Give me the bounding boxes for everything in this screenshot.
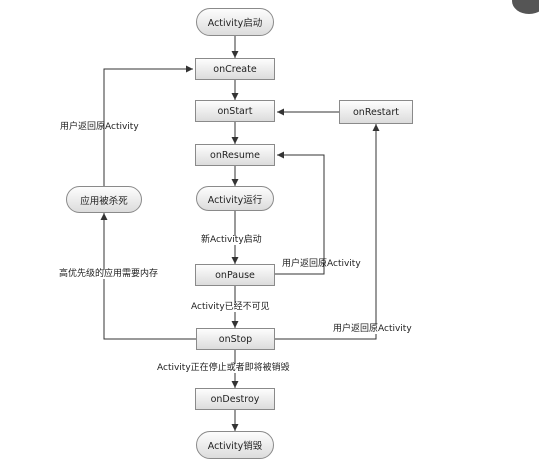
node-app-killed: 应用被杀死 (66, 186, 142, 213)
edge-label-activity-invisible: Activity已经不可见 (190, 302, 271, 312)
edge-pause-to-resume (275, 151, 325, 275)
edge-killed-to-create (103, 65, 193, 186)
edge-label-activity-finishing: Activity正在停止或者即将被销毁 (156, 363, 291, 373)
node-on-stop-label: onStop (218, 333, 253, 345)
edge-label-user-return-restart: 用户返回原Activity (332, 324, 413, 334)
node-on-create-label: onCreate (213, 63, 257, 75)
edge-label-user-return-resume: 用户返回原Activity (282, 259, 361, 269)
node-on-restart-label: onRestart (353, 106, 399, 118)
node-on-restart: onRestart (339, 100, 413, 124)
node-on-start: onStart (195, 100, 275, 122)
node-on-resume: onResume (195, 144, 275, 166)
node-on-resume-label: onResume (210, 149, 260, 161)
edge-label-user-return-create: 用户返回原Activity (60, 122, 139, 132)
node-activity-destroyed-label: Activity销毁 (207, 441, 263, 452)
node-on-destroy-label: onDestroy (210, 393, 260, 405)
node-activity-running-label: Activity运行 (207, 194, 263, 206)
node-on-destroy: onDestroy (195, 388, 275, 410)
edge-label-new-activity-started: 新Activity启动 (200, 235, 263, 245)
node-activity-destroyed: Activity销毁 (196, 431, 274, 459)
node-app-killed-label: 应用被杀死 (80, 195, 128, 207)
node-on-stop: onStop (196, 328, 275, 350)
node-activity-start-label: Activity启动 (207, 18, 263, 29)
corner-decoration (512, 0, 539, 14)
node-on-pause-label: onPause (215, 269, 255, 281)
node-activity-running: Activity运行 (196, 186, 274, 211)
edge-stop-to-killed (100, 213, 196, 340)
node-on-start-label: onStart (217, 105, 253, 117)
node-on-pause: onPause (195, 264, 275, 286)
node-activity-start: Activity启动 (196, 8, 274, 36)
edge-stop-to-restart (275, 124, 380, 340)
edge-label-high-priority-memory: 高优先级的应用需要内存 (58, 269, 160, 279)
node-on-create: onCreate (195, 58, 275, 80)
